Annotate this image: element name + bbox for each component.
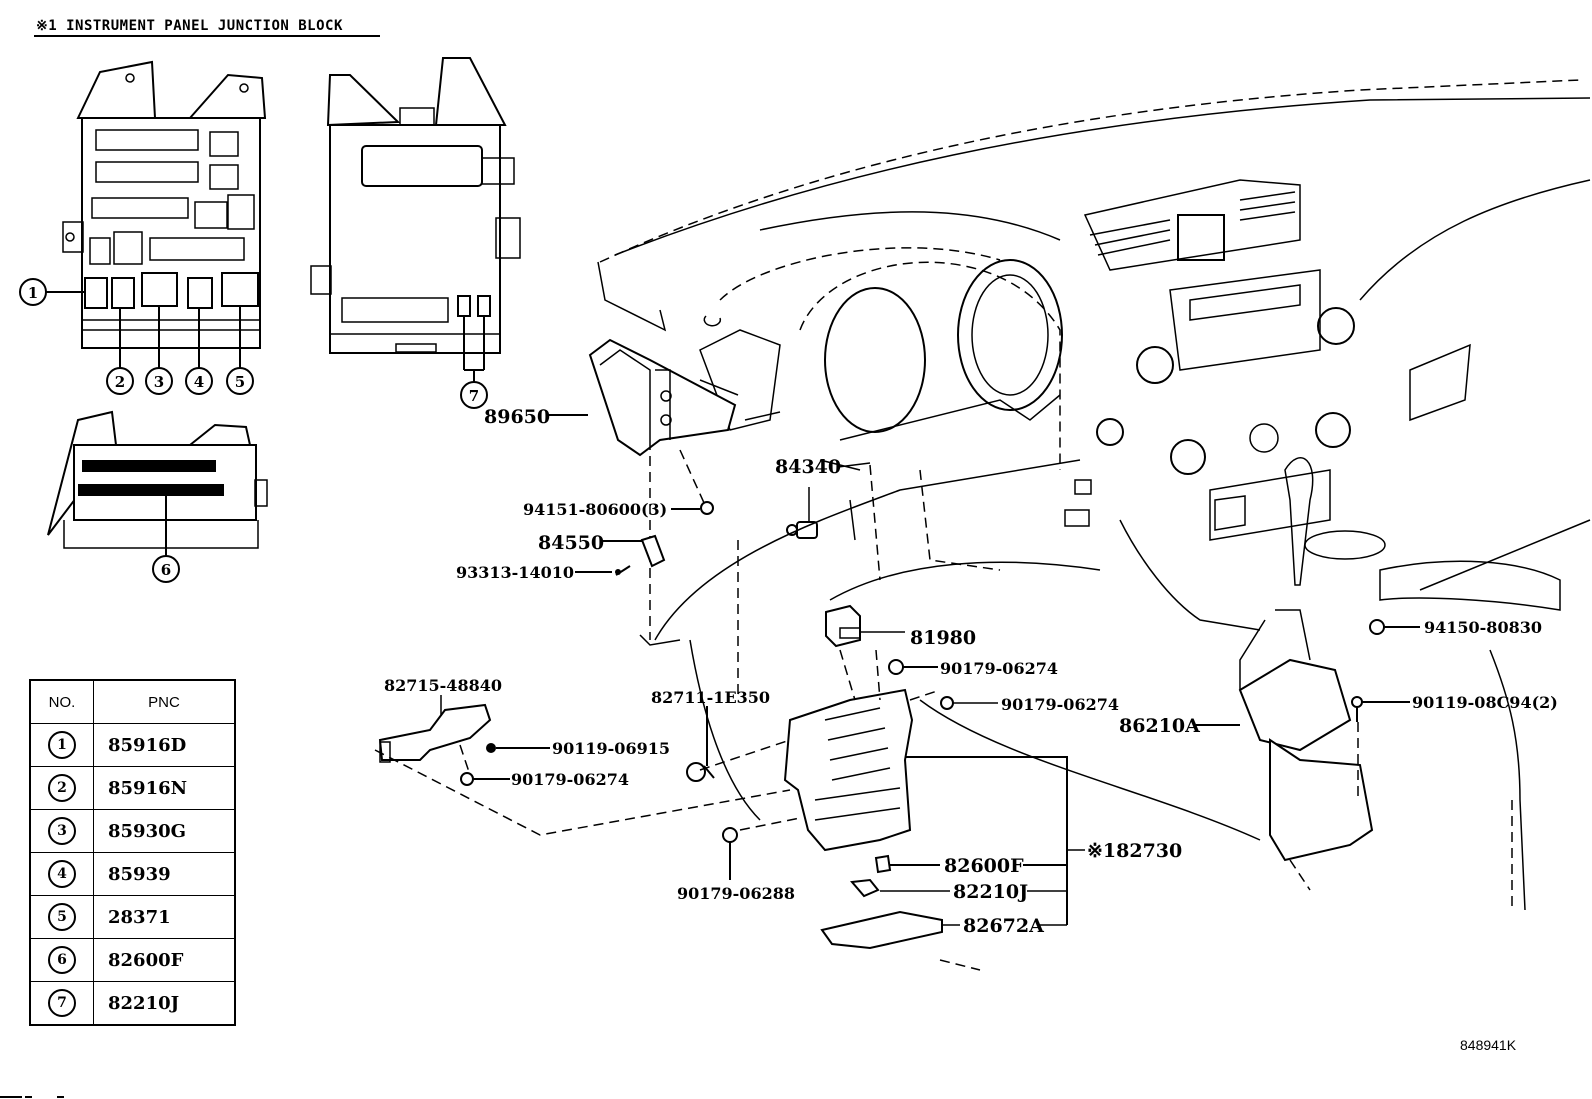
- svg-text:6: 6: [161, 561, 171, 579]
- part-90179-06274-b-icon: [940, 696, 954, 710]
- row-number: 7: [48, 989, 76, 1017]
- header-pnc: PNC: [93, 679, 236, 724]
- part-84550-icon: [640, 534, 666, 568]
- instrument-panel-outline: [588, 79, 1591, 911]
- label-82672A: 82672A: [963, 915, 1044, 937]
- label-89650: 89650: [484, 406, 550, 428]
- header-no: NO.: [29, 679, 94, 724]
- label-90119-06915: 90119-06915: [552, 739, 670, 758]
- callout-1: 1: [19, 278, 84, 306]
- part-82711-1E350-icon: [686, 762, 715, 782]
- leader-lines: [440, 414, 1420, 926]
- label-90179-06274-c: 90179-06274: [511, 770, 629, 789]
- svg-text:4: 4: [194, 373, 204, 391]
- label-182730: ※182730: [1087, 840, 1182, 862]
- part-90179-06274-c-icon: [460, 772, 474, 786]
- part-90179-06274-a-icon: [888, 659, 904, 675]
- row-pnc: 28371: [93, 895, 236, 939]
- label-84340: 84340: [775, 456, 841, 478]
- svg-text:3: 3: [154, 373, 164, 391]
- junction-block-rear-view: [310, 57, 521, 354]
- label-90119-08C94: 90119-08C94(2): [1412, 693, 1558, 712]
- junction-block-front-view: [62, 60, 267, 349]
- table-row: 7 82210J: [29, 981, 236, 1026]
- svg-text:5: 5: [235, 373, 245, 391]
- callout-4: 4: [185, 308, 213, 395]
- table-row: 6 82600F: [29, 938, 236, 982]
- part-81980-icon: [825, 604, 861, 648]
- row-pnc: 82600F: [93, 938, 236, 982]
- label-90179-06288: 90179-06288: [677, 884, 795, 903]
- label-82210J: 82210J: [953, 881, 1028, 903]
- table-row: 2 85916N: [29, 766, 236, 810]
- junction-block-connector-view: [47, 410, 268, 549]
- callout-5: 5: [226, 306, 254, 395]
- table-row: 4 85939: [29, 852, 236, 896]
- row-number: 6: [48, 946, 76, 974]
- row-pnc: 82210J: [93, 981, 236, 1026]
- row-number: 3: [48, 817, 76, 845]
- diagram-title: ※1 INSTRUMENT PANEL JUNCTION BLOCK: [36, 18, 343, 34]
- callout-2: 2: [106, 308, 134, 395]
- label-82711-1E350: 82711-1E350: [651, 688, 770, 707]
- junction-block-assembly-icon: [783, 688, 914, 852]
- row-pnc: 85939: [93, 852, 236, 896]
- part-94151-80600-icon: [700, 501, 714, 515]
- part-82600F-icon: [874, 854, 892, 874]
- row-pnc: 85916D: [93, 723, 236, 767]
- pnc-table: NO. PNC 1 85916D 2 85916N 3 85930G 4 859…: [29, 679, 236, 1026]
- label-94151-80600: 94151-80600(3): [523, 500, 667, 519]
- assembly-guide-lines: [374, 649, 1311, 971]
- label-90179-06274-a: 90179-06274: [940, 659, 1058, 678]
- callout-7: 7: [460, 316, 488, 409]
- part-82715-48840-icon: [378, 703, 492, 763]
- row-number: 5: [48, 903, 76, 931]
- callout-6: 6: [152, 490, 180, 583]
- table-row: 3 85930G: [29, 809, 236, 853]
- row-number: 2: [48, 774, 76, 802]
- label-94150-80830: 94150-80830: [1424, 618, 1542, 637]
- label-84550: 84550: [538, 532, 604, 554]
- label-82600F: 82600F: [944, 855, 1024, 877]
- callout-3: 3: [145, 306, 173, 395]
- label-93313-14010: 93313-14010: [456, 563, 574, 582]
- svg-text:2: 2: [115, 373, 125, 391]
- illustration-reference-code: 848941K: [1460, 1037, 1517, 1053]
- svg-text:1: 1: [28, 284, 38, 302]
- part-86210A-icon: [1238, 609, 1374, 862]
- label-90179-06274-b: 90179-06274: [1001, 695, 1119, 714]
- part-90179-06288-icon: [722, 827, 738, 843]
- part-93313-14010-icon: [615, 565, 631, 576]
- label-86210A: 86210A: [1119, 715, 1200, 737]
- part-84340-icon: [786, 521, 818, 539]
- row-number: 1: [48, 731, 76, 759]
- label-81980: 81980: [910, 627, 976, 649]
- row-pnc: 85930G: [93, 809, 236, 853]
- svg-text:7: 7: [469, 387, 479, 405]
- row-number: 4: [48, 860, 76, 888]
- part-82210J-icon: [850, 878, 880, 898]
- row-pnc: 85916N: [93, 766, 236, 810]
- part-82672A-icon: [820, 910, 943, 950]
- part-90119-06915-icon: [486, 743, 496, 753]
- table-row: 5 28371: [29, 895, 236, 939]
- part-94150-80830-icon: [1369, 619, 1385, 635]
- label-82715-48840: 82715-48840: [384, 676, 502, 695]
- table-header-row: NO. PNC: [29, 679, 236, 724]
- table-row: 1 85916D: [29, 723, 236, 767]
